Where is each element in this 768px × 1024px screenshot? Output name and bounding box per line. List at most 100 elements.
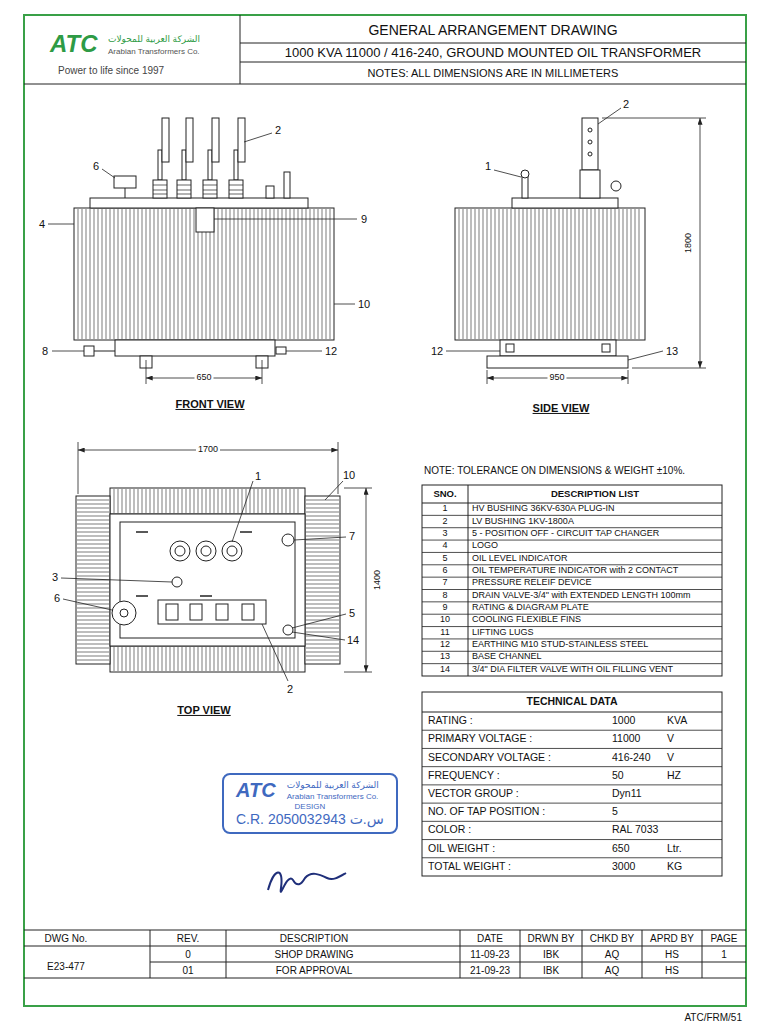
title-block-cell: HS [665,949,679,960]
data-value: 3000 [612,861,635,873]
row-description: LOGO [472,541,498,551]
cooling-fin [182,489,183,513]
cooling-fin [306,644,339,645]
cooling-fin [138,209,139,339]
dimension-value: 950 [547,373,566,383]
cooling-fin [202,647,203,671]
cooling-fin [306,504,339,505]
cooling-fin [230,489,231,513]
cooling-fin [266,489,267,513]
cooling-fin [162,489,163,513]
cooling-fin [77,552,109,553]
cooling-fin [559,209,560,339]
cooling-fin [310,209,311,339]
cooling-fin [170,209,171,339]
leader-line [292,632,345,640]
cooling-fin [567,209,568,339]
tank-cover-top [110,514,305,646]
cooling-fin [635,209,636,339]
cooling-fin [202,489,203,513]
cooling-fin [306,624,339,625]
title-block-header: APRD BY [650,933,694,944]
base-bolt [506,344,514,352]
title-block-rule [460,930,461,978]
lv-bushing-insulator [580,170,600,198]
cooling-fin [306,592,339,593]
row-description: PRESSURE RELEIF DEVICE [472,578,592,588]
drain-valve [84,346,94,356]
cooling-fin [298,489,299,513]
title-block-rule [702,930,703,978]
cooling-fin [471,209,472,339]
leader-line [325,481,343,500]
lv-bushing [216,604,228,620]
lv-bushing-flag [238,118,245,162]
cooling-fin [77,648,109,649]
cooling-fin [306,540,339,541]
filter-valve-pipe [284,172,290,198]
row-number: 7 [442,578,447,588]
cooling-fin [503,209,504,339]
stamp-text: ATC [236,779,276,802]
cooling-fin [138,489,139,513]
title-block-cell: AQ [605,965,619,976]
cooling-fin [306,648,339,649]
cooling-fin [226,489,227,513]
data-unit: V [667,752,674,764]
cooling-fin [535,209,536,339]
cooling-fin [254,647,255,671]
tap-changer [172,577,182,587]
cooling-fin [270,489,271,513]
title-block-rule [150,930,151,978]
drawing-number: E23-477 [47,961,85,972]
indicator-stem [125,188,126,198]
cooling-fin [306,572,339,573]
cooling-fin [242,489,243,513]
oil-level-indicator [112,601,136,625]
sheet-title: GENERAL ARRANGEMENT DRAWING [368,23,617,38]
table-rule [422,712,722,713]
callout-number: 2 [275,124,281,136]
cooling-fin [306,640,339,641]
cooling-fin [306,516,339,517]
tank-cover [512,198,618,208]
data-label: TOTAL WEIGHT : [428,861,511,873]
table-rule [422,626,722,627]
header-rule [24,84,746,85]
title-block-cell: 1 [721,949,727,960]
dimension-line [700,118,701,368]
title-block-cell: 21-09-23 [470,965,510,976]
title-block-header: REV. [177,933,199,944]
cooling-fin [77,624,109,625]
insulator-rib [229,185,243,186]
cooling-fin [78,209,79,339]
cooling-fin [583,209,584,339]
callout-number: 4 [39,218,45,230]
dimension-line [366,488,367,672]
cooling-fin [150,209,151,339]
cover-plate [120,522,295,638]
cooling-fin [134,489,135,513]
title-block-cell: 01 [182,965,193,976]
extension-line [344,488,372,489]
cooling-fin [519,209,520,339]
cooling-fin [77,632,109,633]
cooling-fin [306,596,339,597]
description-table [422,485,722,676]
title-block-header: DATE [477,933,503,944]
row-number: 5 [442,554,447,564]
data-unit: KVA [667,715,687,727]
title-block-cell: IBK [543,965,559,976]
extension-line [146,360,147,384]
title-block-cell: SHOP DRAWING [275,949,354,960]
row-description: OIL LEVEL INDICATOR [472,554,568,564]
cooling-fin [182,647,183,671]
row-number: 13 [440,653,450,663]
insulator-rib [229,190,243,191]
extension-line [487,370,488,384]
technical-table [422,692,722,876]
lv-bushing-flag [162,118,169,162]
data-value: 50 [612,770,624,782]
leader-line [48,224,74,225]
cooling-fin [611,209,612,339]
